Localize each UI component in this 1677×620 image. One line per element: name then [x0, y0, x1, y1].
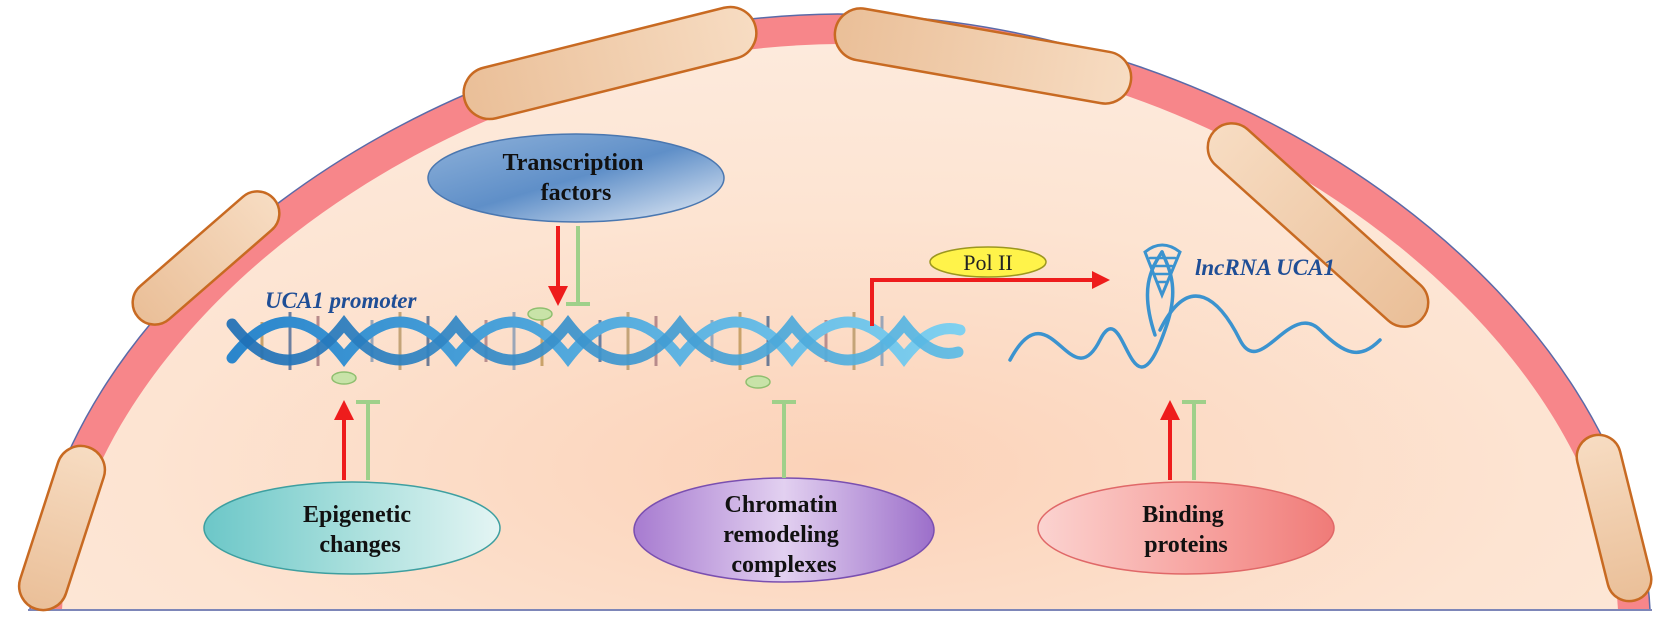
pol-ii-ellipse	[929, 246, 1047, 278]
epigenetic-changes-label: Epigenetic changes	[303, 502, 417, 558]
binding-proteins-ellipse	[1037, 481, 1335, 575]
nuclear-pore	[462, 5, 758, 121]
uca1-promoter-label: UCA1 promoter	[265, 288, 417, 313]
transcription-arrowhead	[1092, 271, 1110, 289]
dna-strand-b	[226, 315, 964, 366]
pol-ii-label: Pol II	[963, 250, 1013, 275]
nuclear-pore	[833, 7, 1133, 105]
nuclear-pore	[17, 444, 107, 612]
nuclear-pores	[17, 5, 1653, 612]
rna-hairpin-icon	[1008, 243, 1382, 369]
promoter-binding-site	[331, 371, 357, 385]
chromatin-remodeling-label: Chromatin remodeling complexes	[723, 492, 845, 578]
nuclear-pore	[131, 190, 281, 326]
bp-activation-arrowhead	[1160, 400, 1180, 420]
nuclear-pore	[1575, 433, 1653, 603]
dna-double-helix-icon	[226, 307, 966, 389]
epi-activation-arrowhead	[334, 400, 354, 420]
dna-strand-a	[226, 316, 966, 367]
epigenetic-changes-ellipse	[203, 481, 501, 575]
transcription-factors-label: Transcription factors	[503, 150, 650, 206]
lncrna-uca1-label: lncRNA UCA1	[1195, 255, 1335, 280]
tf-binding-site	[527, 307, 553, 321]
tf-activation-arrowhead	[548, 286, 568, 306]
transcription-start-arrow	[870, 278, 1100, 326]
nuclear-pore	[1206, 122, 1430, 328]
binding-proteins-label: Binding proteins	[1142, 502, 1229, 558]
chromatin-binding-site	[745, 375, 771, 389]
transcription-factors-ellipse	[427, 133, 725, 223]
